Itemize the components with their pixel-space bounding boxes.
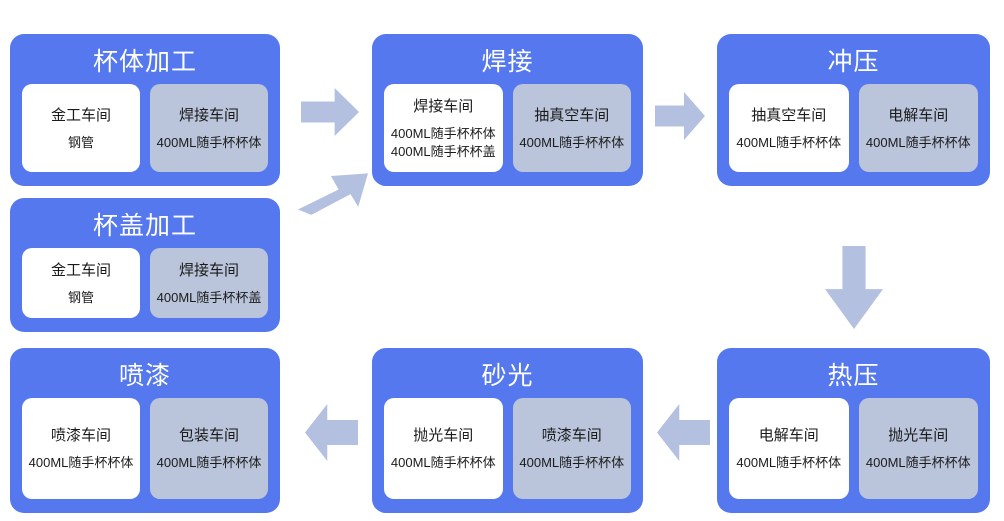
arrow-left-icon-sanding-to-painting [305,404,358,461]
stage-workshops: 抛光车间 400ML随手杯杯体 喷漆车间 400ML随手杯杯体 [384,398,631,499]
workshop-name: 焊接车间 [178,262,239,279]
workshop-item: 400ML随手杯杯体 [519,134,625,150]
workshop-items: 400ML随手杯杯盖 [157,289,262,306]
workshop-box-electrolysis-shop[interactable]: 电解车间 400ML随手杯杯体 [858,84,978,172]
workshop-items: 钢管 [68,289,94,306]
workshop-name: 电解车间 [758,427,819,444]
workshop-box-polishing-shop[interactable]: 抛光车间 400ML随手杯杯体 [384,398,503,499]
stage-title: 杯体加工 [92,48,197,76]
arrow-right-icon-welding-to-stamping [655,92,705,140]
workshop-item: 400ML随手杯杯体 [156,455,262,470]
workshop-item: 400ML随手杯杯体 [736,455,842,470]
stage-title: 冲压 [827,48,880,76]
stage-workshops: 焊接车间 400ML随手杯杯体 400ML随手杯杯盖 抽真空车间 400ML随手… [384,84,631,172]
workshop-name: 抽真空车间 [751,106,827,124]
arrow-right-icon-body-to-welding [301,88,359,136]
workshop-box-welding-shop[interactable]: 焊接车间 400ML随手杯杯体 [150,84,268,172]
workshop-items: 400ML随手杯杯体 400ML随手杯杯盖 [391,125,496,161]
stage-workshops: 喷漆车间 400ML随手杯杯体 包装车间 400ML随手杯杯体 [22,398,268,499]
stage-card-stamping[interactable]: 冲压 抽真空车间 400ML随手杯杯体 电解车间 400ML随手杯杯体 [717,34,990,186]
workshop-items: 钢管 [68,134,94,151]
workshop-item: 400ML随手杯杯体 [28,455,134,470]
workshop-name: 抛光车间 [888,427,949,444]
workshop-name: 焊接车间 [413,97,474,115]
stage-card-welding[interactable]: 焊接 焊接车间 400ML随手杯杯体 400ML随手杯杯盖 抽真空车间 400M… [372,34,643,186]
workshop-item: 400ML随手杯杯体 [156,135,262,150]
workshop-item: 400ML随手杯杯体 [865,134,971,150]
stage-workshops: 电解车间 400ML随手杯杯体 抛光车间 400ML随手杯杯体 [729,398,978,499]
stage-card-hot-pressing[interactable]: 热压 电解车间 400ML随手杯杯体 抛光车间 400ML随手杯杯体 [717,348,990,513]
workshop-box-polishing-shop[interactable]: 抛光车间 400ML随手杯杯体 [858,398,978,499]
workshop-item: 400ML随手杯杯盖 [156,290,262,305]
workshop-name: 抽真空车间 [534,106,610,124]
workshop-item: 400ML随手杯杯体 [390,125,496,141]
stage-workshops: 抽真空车间 400ML随手杯杯体 电解车间 400ML随手杯杯体 [729,84,978,172]
workshop-items: 400ML随手杯杯体 [29,454,134,472]
stage-title: 热压 [827,362,880,390]
workshop-box-metalwork-shop[interactable]: 金工车间 钢管 [22,84,140,172]
stage-title: 杯盖加工 [92,212,197,240]
stage-card-painting[interactable]: 喷漆 喷漆车间 400ML随手杯杯体 包装车间 400ML随手杯杯体 [10,348,280,513]
workshop-item: 400ML随手杯杯体 [736,134,842,150]
workshop-box-vacuum-shop[interactable]: 抽真空车间 400ML随手杯杯体 [512,84,631,172]
workshop-item: 400ML随手杯杯体 [865,455,971,470]
workshop-items: 400ML随手杯杯体 [157,134,262,151]
workshop-box-packaging-shop[interactable]: 包装车间 400ML随手杯杯体 [150,398,268,499]
workshop-box-painting-shop[interactable]: 喷漆车间 400ML随手杯杯体 [512,398,631,499]
workshop-box-metalwork-shop[interactable]: 金工车间 钢管 [22,248,140,318]
workshop-items: 400ML随手杯杯体 [736,454,841,472]
workshop-item: 400ML随手杯杯体 [390,455,496,470]
stage-card-cup-body-processing[interactable]: 杯体加工 金工车间 钢管 焊接车间 400ML随手杯杯体 [10,34,280,186]
workshop-items: 400ML随手杯杯体 [519,454,624,472]
workshop-box-vacuum-shop[interactable]: 抽真空车间 400ML随手杯杯体 [729,84,849,172]
workshop-box-welding-shop[interactable]: 焊接车间 400ML随手杯杯盖 [150,248,268,318]
workshop-name: 喷漆车间 [50,427,111,444]
stage-title: 喷漆 [118,362,171,390]
workshop-items: 400ML随手杯杯体 [157,454,262,472]
workshop-items: 400ML随手杯杯体 [866,134,971,152]
workshop-name: 金工车间 [50,107,111,124]
workshop-name: 喷漆车间 [541,427,602,444]
workshop-items: 400ML随手杯杯体 [736,134,841,152]
stage-card-cup-lid-processing[interactable]: 杯盖加工 金工车间 钢管 焊接车间 400ML随手杯杯盖 [10,198,280,332]
workshop-items: 400ML随手杯杯体 [866,454,971,472]
workshop-name: 金工车间 [50,262,111,279]
arrow-diagonal-up-right-icon-lid-to-welding [298,173,368,215]
workshop-box-electrolysis-shop[interactable]: 电解车间 400ML随手杯杯体 [729,398,849,499]
workshop-name: 焊接车间 [178,107,239,124]
workshop-items: 400ML随手杯杯体 [391,454,496,472]
stage-title: 焊接 [481,48,534,76]
workshop-item: 钢管 [67,135,94,150]
arrow-left-icon-hotpress-to-sanding [657,404,710,461]
workshop-name: 包装车间 [178,427,239,444]
workshop-name: 电解车间 [888,106,949,124]
stage-workshops: 金工车间 钢管 焊接车间 400ML随手杯杯盖 [22,248,268,318]
stage-card-sanding[interactable]: 砂光 抛光车间 400ML随手杯杯体 喷漆车间 400ML随手杯杯体 [372,348,643,513]
workshop-box-painting-shop[interactable]: 喷漆车间 400ML随手杯杯体 [22,398,140,499]
workshop-name: 抛光车间 [413,427,474,444]
workshop-item: 钢管 [67,290,94,305]
workshop-items: 400ML随手杯杯体 [519,134,624,152]
stage-title: 砂光 [481,362,534,390]
workshop-item: 400ML随手杯杯盖 [390,143,496,159]
arrow-down-icon-stamping-to-hotpress [825,246,883,329]
stage-workshops: 金工车间 钢管 焊接车间 400ML随手杯杯体 [22,84,268,172]
workshop-item: 400ML随手杯杯体 [519,455,625,470]
workshop-box-welding-shop[interactable]: 焊接车间 400ML随手杯杯体 400ML随手杯杯盖 [384,84,503,172]
